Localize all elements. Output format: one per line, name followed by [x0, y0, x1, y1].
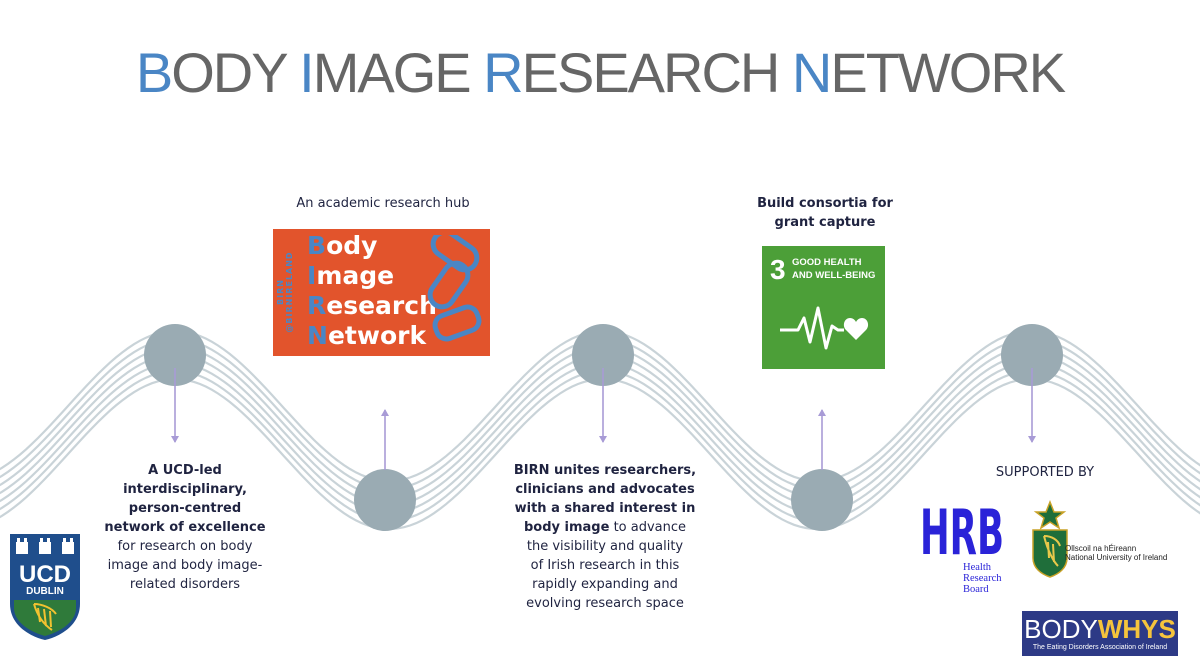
nui-crest-logo [1032, 500, 1068, 578]
birn-desc-bold: body image [523, 520, 610, 535]
ucd-desc-line: person-centred [128, 501, 242, 516]
birn-logo-wordmark: Body Image Research Network [307, 231, 437, 350]
birn-handle: BIRN @BIRNIRELAND [276, 251, 294, 333]
nui-name: Ollscoil na hÉireann National University… [1065, 544, 1168, 562]
arrow-head [1028, 436, 1036, 443]
ucd-desc-line: related disorders [129, 577, 241, 592]
title-word-network: NETWORK [791, 41, 1066, 104]
bodywhys-logo: BODYWHYS The Eating Disorders Associatio… [1022, 611, 1178, 656]
ucd-description: A UCD-led interdisciplinary, person-cent… [100, 461, 270, 594]
timeline-node [572, 324, 634, 386]
heartbeat-icon [780, 306, 869, 350]
timeline-nodes [144, 324, 1063, 531]
hrb-name: Health Research Board [963, 562, 1002, 595]
arrow-head [381, 409, 389, 416]
sdg-number: 3 [770, 254, 786, 285]
hrb-letters: HRB [920, 496, 1004, 562]
birn-desc-line: rapidly expanding and [532, 577, 678, 592]
consortia-label: Build consortia for grant capture [757, 196, 893, 230]
birn-desc-line: with a shared interest in [514, 501, 696, 516]
ucd-desc-line: network of excellence [104, 520, 266, 535]
birn-desc-line: BIRN unites researchers, [513, 463, 697, 478]
birn-desc-line: of Irish research in this [530, 558, 680, 573]
sdg-title: GOOD HEALTH AND WELL-BEING [792, 257, 876, 281]
arrow-head [599, 436, 607, 443]
bodywhys-tagline: The Eating Disorders Association of Irel… [1032, 644, 1168, 651]
supported-by-label: SUPPORTED BY [995, 465, 1095, 480]
ucd-dublin-logo: UCD DUBLIN [10, 534, 80, 640]
birn-description: BIRN unites researchers, clinicians and … [510, 461, 700, 613]
ucd-desc-line: for research on body [117, 539, 253, 554]
hrb-mark: HRB [920, 496, 1004, 562]
sdg-good-health-tile: 3 GOOD HEALTH AND WELL-BEING [762, 246, 885, 369]
arrow-head [171, 436, 179, 443]
chain-link-icon [427, 235, 482, 342]
title-word-body: BODY [135, 41, 288, 104]
timeline-node [1001, 324, 1063, 386]
title-word-image: IMAGE [299, 41, 471, 104]
ucd-desc-line: A UCD-led [148, 463, 222, 478]
hrb-logo: HRB Health Research Board [920, 492, 1010, 607]
birn-desc-rest: to advance [609, 520, 687, 535]
page-title: BODY IMAGE RESEARCH NETWORK [0, 40, 1200, 105]
hub-label: An academic research hub [296, 196, 470, 211]
bodywhys-wordmark: BODYWHYS [1024, 614, 1176, 644]
timeline-node [791, 469, 853, 531]
ucd-desc-line: image and body image- [107, 558, 263, 573]
birn-desc-line: clinicians and advocates [515, 482, 695, 497]
timeline-node [354, 469, 416, 531]
birn-logo: BIRN @BIRNIRELAND Body Image Research Ne… [273, 229, 490, 356]
arrow-head [818, 409, 826, 416]
timeline-node [144, 324, 206, 386]
ucd-dublin-text: DUBLIN [26, 586, 64, 597]
birn-desc-line: evolving research space [526, 596, 684, 611]
ucd-desc-line: interdisciplinary, [123, 482, 247, 497]
title-word-research: RESEARCH [483, 41, 780, 104]
birn-desc-line: the visibility and quality [526, 539, 684, 554]
timeline-arrows [171, 368, 1036, 470]
ucd-wordmark: UCD [19, 561, 71, 588]
